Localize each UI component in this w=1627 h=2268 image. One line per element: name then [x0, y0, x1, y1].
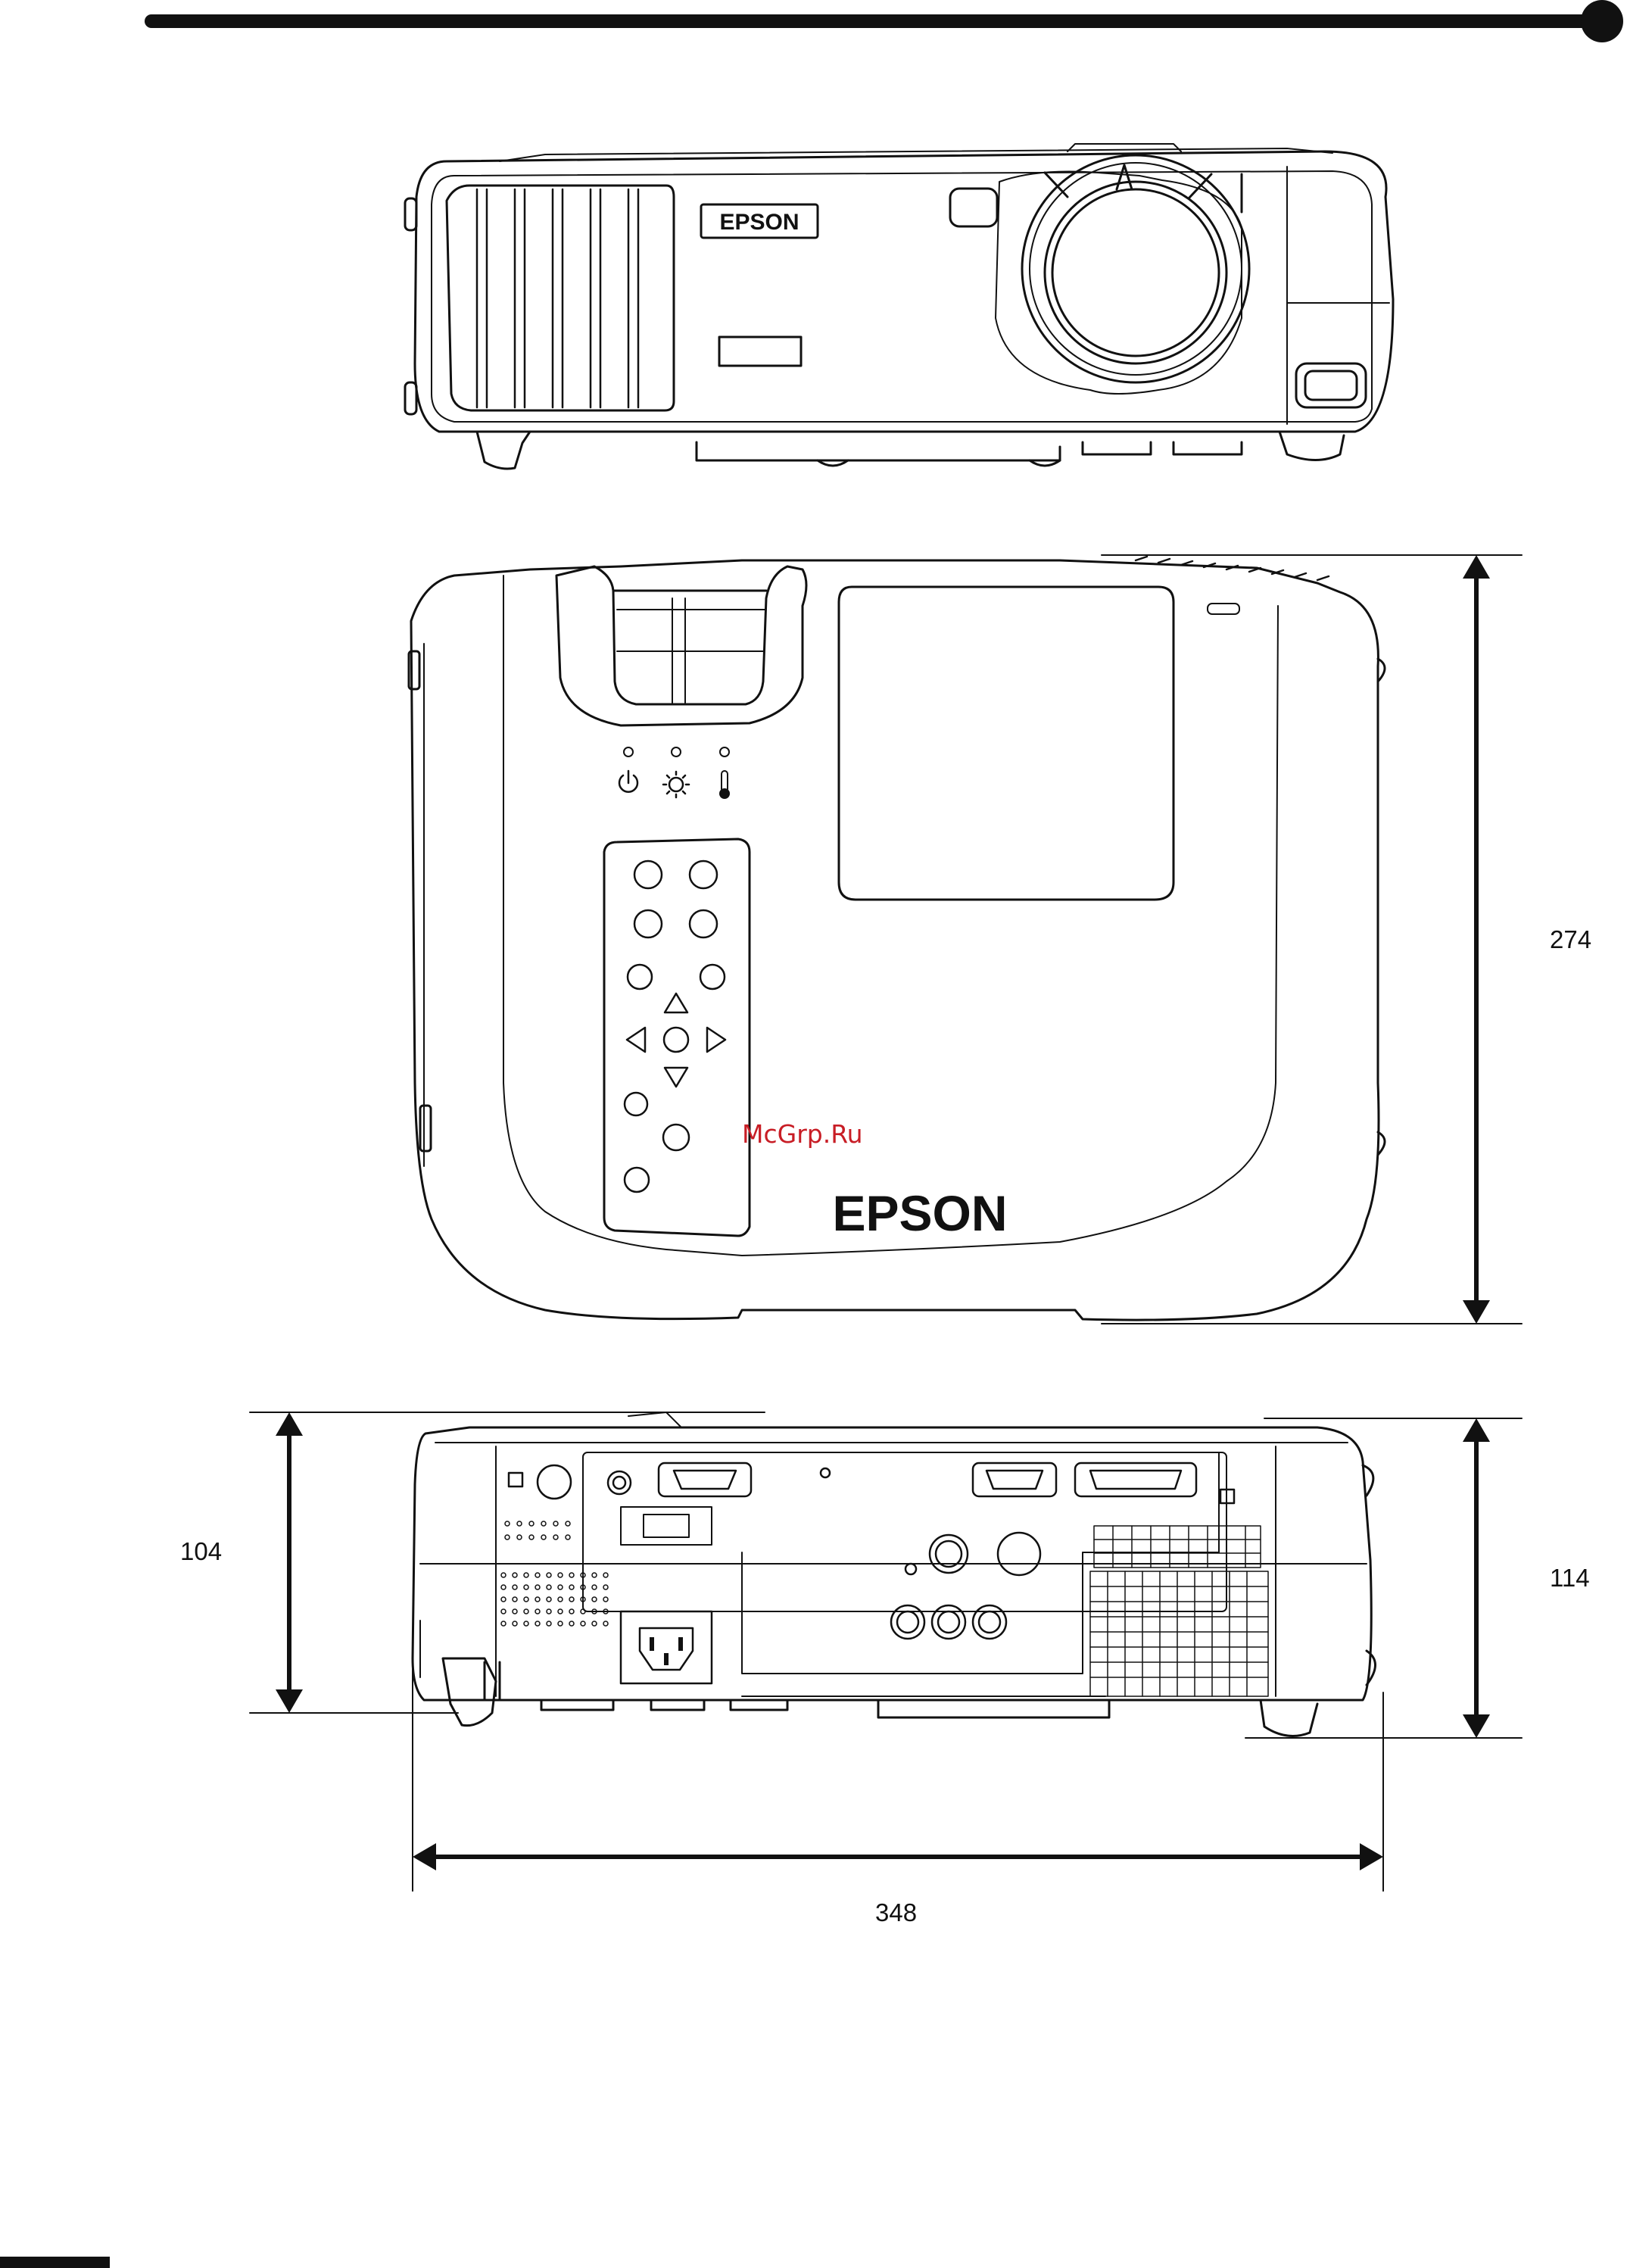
watermark: McGrp.Ru — [742, 1119, 863, 1149]
usb-port-icon — [998, 1533, 1040, 1575]
monitor-port-icon — [973, 1463, 1056, 1496]
height-left-dimension-label: 104 — [180, 1537, 222, 1566]
rear-view — [413, 1412, 1376, 1736]
front-epson-logo: EPSON — [719, 210, 799, 235]
height-dimension-right — [1245, 1418, 1522, 1738]
width-dimension — [413, 1643, 1383, 1891]
control-button[interactable] — [700, 965, 725, 989]
rca-video-port-icon — [891, 1605, 924, 1639]
security-slot-icon — [538, 1465, 571, 1499]
enter-button[interactable] — [664, 1028, 688, 1052]
depth-dimension — [1102, 555, 1522, 1324]
rca-audio-left-port-icon — [932, 1605, 965, 1639]
control-button[interactable] — [628, 965, 652, 989]
small-hole-icon — [821, 1468, 830, 1477]
up-arrow-button[interactable] — [665, 994, 687, 1012]
front-view — [405, 144, 1393, 469]
remote-port-icon — [509, 1473, 522, 1487]
height-dimension-left — [250, 1412, 765, 1713]
height-right-dimension-label: 114 — [1550, 1564, 1590, 1593]
vga-port-icon — [659, 1463, 751, 1496]
down-arrow-button[interactable] — [665, 1068, 687, 1087]
width-dimension-label: 348 — [875, 1898, 917, 1927]
control-button[interactable] — [625, 1168, 649, 1192]
control-button[interactable] — [690, 861, 717, 888]
header-rule — [151, 0, 1623, 42]
small-hole-icon — [905, 1564, 916, 1574]
lamp-icon — [663, 772, 689, 797]
page-corner-marker — [0, 2257, 110, 2268]
audio-jack-icon — [608, 1471, 631, 1494]
control-button[interactable] — [634, 861, 662, 888]
left-arrow-button[interactable] — [627, 1028, 645, 1052]
s-video-port-icon — [930, 1535, 968, 1573]
rca-audio-right-port-icon — [973, 1605, 1006, 1639]
control-button[interactable] — [634, 910, 662, 937]
control-button[interactable] — [663, 1125, 689, 1150]
control-button[interactable] — [625, 1093, 647, 1115]
right-arrow-button[interactable] — [707, 1028, 725, 1052]
top-epson-logo: EPSON — [832, 1185, 1007, 1241]
depth-dimension-label: 274 — [1550, 925, 1591, 954]
dvi-port-icon — [1075, 1463, 1196, 1496]
power-inlet-icon — [621, 1611, 712, 1683]
temperature-icon — [719, 771, 730, 799]
control-button[interactable] — [690, 910, 717, 937]
power-icon — [619, 771, 637, 792]
